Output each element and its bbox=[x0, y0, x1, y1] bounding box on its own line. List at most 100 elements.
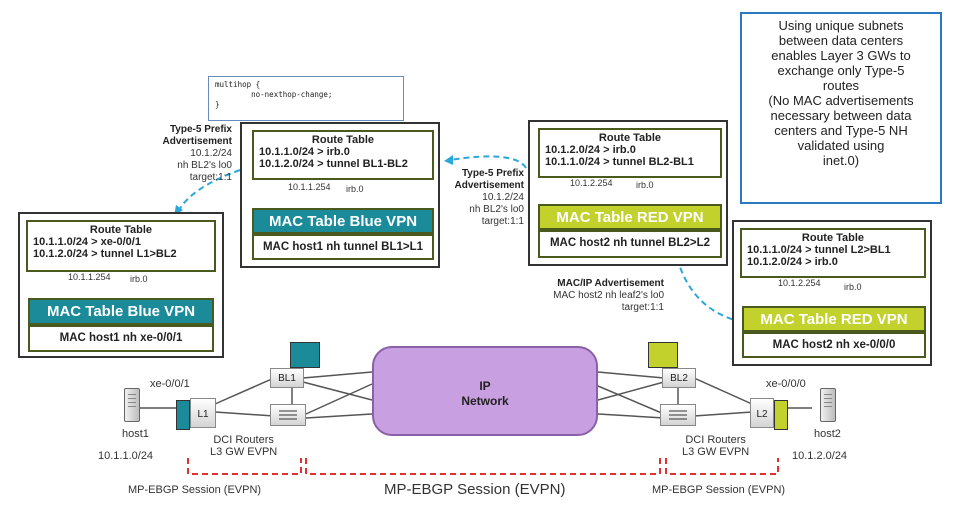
adv-line: nh BL2's lo0 bbox=[469, 204, 524, 215]
dci-routers-right: DCI Routers L3 GW EVPN bbox=[682, 434, 749, 458]
route-entry: 10.1.1.0/24 > tunnel BL2-BL1 bbox=[545, 156, 694, 168]
note-line: enables Layer 3 GWs to bbox=[771, 48, 911, 63]
dci-label: L3 GW EVPN bbox=[682, 446, 750, 458]
dci-label: DCI Routers bbox=[213, 434, 274, 446]
l2-label: L2 bbox=[756, 409, 768, 420]
red-vpn-cube-icon bbox=[648, 342, 678, 368]
irb-ip: 10.1.1.254 bbox=[68, 272, 111, 282]
mac-table-title: MAC Table Blue VPN bbox=[252, 208, 434, 234]
irb-label: irb.0 bbox=[130, 274, 148, 284]
mac-table-title: MAC Table Blue VPN bbox=[28, 298, 214, 325]
note-line: inet.0) bbox=[822, 153, 860, 168]
mac-entry: MAC host2 nh tunnel BL2>L2 bbox=[538, 230, 722, 258]
session-label-center: MP-EBGP Session (EVPN) bbox=[384, 481, 566, 498]
center-right-router-panel: Route Table 10.1.2.0/24 > irb.0 10.1.1.0… bbox=[528, 120, 728, 266]
info-note: Using unique subnets between data center… bbox=[740, 12, 942, 204]
route-table-title: Route Table bbox=[89, 224, 153, 236]
router-switch-icon[interactable] bbox=[270, 404, 306, 426]
session-label-left: MP-EBGP Session (EVPN) bbox=[128, 484, 262, 496]
adv-line: target:1:1 bbox=[189, 172, 232, 183]
switch-arrows-icon bbox=[279, 410, 297, 420]
note-line: validated using bbox=[797, 138, 885, 153]
interface-label: xe-0/0/0 bbox=[766, 378, 806, 390]
config-snippet: multihop { no-nexthop-change; } bbox=[208, 76, 404, 121]
route-entry: 10.1.2.0/24 > irb.0 bbox=[545, 144, 636, 156]
route-entry: 10.1.2.0/24 > tunnel BL1-BL2 bbox=[259, 158, 408, 170]
route-entry: 10.1.1.0/24 > irb.0 bbox=[259, 146, 350, 158]
route-table: Route Table 10.1.1.0/24 > irb.0 10.1.2.0… bbox=[252, 130, 434, 180]
adv-line: nh BL2's lo0 bbox=[177, 160, 232, 171]
irb-ip: 10.1.2.254 bbox=[778, 278, 821, 288]
route-entry: 10.1.1.0/24 > tunnel L2>BL1 bbox=[747, 244, 891, 256]
route-entry: 10.1.2.0/24 > irb.0 bbox=[747, 256, 838, 268]
adv-title: MAC/IP Advertisement bbox=[557, 278, 664, 289]
bl1-label: BL1 bbox=[278, 373, 296, 384]
mac-table-title: MAC Table RED VPN bbox=[538, 204, 722, 230]
dci-label: L3 GW EVPN bbox=[210, 446, 278, 458]
left-router-panel: Route Table 10.1.1.0/24 > xe-0/0/1 10.1.… bbox=[18, 212, 224, 358]
ip-network-label: IP bbox=[479, 379, 491, 393]
host2-server-icon[interactable] bbox=[820, 388, 836, 422]
l1-label: L1 bbox=[197, 409, 209, 420]
adv-title: Advertisement bbox=[454, 180, 524, 191]
irb-ip: 10.1.2.254 bbox=[570, 178, 613, 188]
route-entry: 10.1.2.0/24 > tunnel L1>BL2 bbox=[33, 248, 177, 260]
route-table-title: Route Table bbox=[598, 132, 662, 144]
ip-network: IP Network bbox=[372, 346, 598, 436]
adv-line: 10.1.2/24 bbox=[190, 148, 232, 159]
adv-title: Type-5 Prefix bbox=[169, 124, 232, 135]
adv-line: target:1:1 bbox=[481, 216, 524, 227]
irb-ip: 10.1.1.254 bbox=[288, 182, 331, 192]
adv-title: Type-5 Prefix bbox=[461, 168, 524, 179]
route-table-title: Route Table bbox=[311, 134, 375, 146]
blue-vpn-cube-icon bbox=[290, 342, 320, 368]
note-line: routes bbox=[822, 78, 860, 93]
adv-line: target:1:1 bbox=[621, 302, 664, 313]
host1-server-icon[interactable] bbox=[124, 388, 140, 422]
host1-label: host1 bbox=[122, 428, 149, 440]
mac-table-title: MAC Table RED VPN bbox=[742, 306, 926, 332]
type5-advertisement-center: Type-5 Prefix Advertisement 10.1.2/24 nh… bbox=[420, 168, 524, 228]
irb-label: irb.0 bbox=[346, 184, 364, 194]
router-switch-icon[interactable] bbox=[660, 404, 696, 426]
route-table: Route Table 10.1.2.0/24 > irb.0 10.1.1.0… bbox=[538, 128, 722, 178]
note-line: (No MAC advertisements bbox=[768, 93, 914, 108]
red-vpn-leaf-icon bbox=[774, 400, 788, 430]
route-entry: 10.1.1.0/24 > xe-0/0/1 bbox=[33, 236, 141, 248]
mac-entry: MAC host1 nh xe-0/0/1 bbox=[28, 325, 214, 352]
leaf-l2[interactable]: L2 bbox=[750, 398, 774, 428]
right-router-panel: Route Table 10.1.1.0/24 > tunnel L2>BL1 … bbox=[732, 220, 932, 366]
route-table-title: Route Table bbox=[801, 232, 865, 244]
bl2-label: BL2 bbox=[670, 373, 688, 384]
switch-arrows-icon bbox=[669, 410, 687, 420]
dci-label: DCI Routers bbox=[685, 434, 746, 446]
note-line: Using unique subnets bbox=[778, 18, 904, 33]
note-line: exchange only Type-5 bbox=[777, 63, 905, 78]
mac-entry: MAC host1 nh tunnel BL1>L1 bbox=[252, 234, 434, 260]
dci-routers-left: DCI Routers L3 GW EVPN bbox=[210, 434, 277, 458]
note-line: between data centers bbox=[778, 33, 904, 48]
host2-label: host2 bbox=[814, 428, 841, 440]
note-line: necessary between data bbox=[770, 108, 912, 123]
adv-title: Advertisement bbox=[162, 136, 232, 147]
adv-line: 10.1.2/24 bbox=[482, 192, 524, 203]
mac-ip-advertisement: MAC/IP Advertisement MAC host2 nh leaf2'… bbox=[536, 278, 664, 314]
interface-label: xe-0/0/1 bbox=[150, 378, 190, 390]
irb-label: irb.0 bbox=[636, 180, 654, 190]
session-label-right: MP-EBGP Session (EVPN) bbox=[652, 484, 786, 496]
subnet1-label: 10.1.1.0/24 bbox=[98, 450, 154, 462]
router-bl2[interactable]: BL2 bbox=[662, 368, 696, 388]
leaf-l1[interactable]: L1 bbox=[190, 398, 216, 428]
type5-advertisement-left: Type-5 Prefix Advertisement 10.1.2/24 nh… bbox=[96, 124, 232, 184]
center-left-router-panel: Route Table 10.1.1.0/24 > irb.0 10.1.2.0… bbox=[240, 122, 440, 268]
adv-line: MAC host2 nh leaf2's lo0 bbox=[553, 290, 664, 301]
blue-vpn-leaf-icon bbox=[176, 400, 190, 430]
ip-network-label: Network bbox=[461, 394, 509, 408]
irb-label: irb.0 bbox=[844, 282, 862, 292]
route-table: Route Table 10.1.1.0/24 > tunnel L2>BL1 … bbox=[740, 228, 926, 278]
note-line: centers and Type-5 NH bbox=[774, 123, 908, 138]
mac-entry: MAC host2 nh xe-0/0/0 bbox=[742, 332, 926, 358]
route-table: Route Table 10.1.1.0/24 > xe-0/0/1 10.1.… bbox=[26, 220, 216, 272]
router-bl1[interactable]: BL1 bbox=[270, 368, 304, 388]
